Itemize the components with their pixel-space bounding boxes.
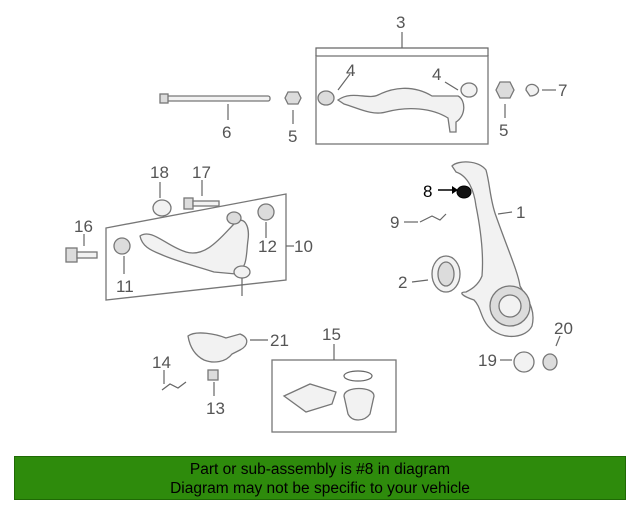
part-19: 19 <box>478 351 535 373</box>
part-20: 20 <box>542 319 573 371</box>
callout-19[interactable]: 19 <box>478 351 497 370</box>
callout-4-right[interactable]: 4 <box>432 65 441 84</box>
clip-9: 9 <box>390 213 447 232</box>
bolt-16: 16 <box>65 217 98 263</box>
part-18: 18 <box>150 163 172 217</box>
part-13: 13 <box>206 369 225 418</box>
ring-2: 2 <box>398 255 461 293</box>
callout-3[interactable]: 3 <box>396 13 405 32</box>
callout-17[interactable]: 17 <box>192 163 211 182</box>
callout-6[interactable]: 6 <box>222 123 231 142</box>
callout-9[interactable]: 9 <box>390 213 399 232</box>
steering-knuckle: 1 <box>451 161 534 337</box>
nut-5-left: 5 <box>284 91 302 146</box>
callout-10[interactable]: 10 <box>294 237 313 256</box>
callout-14[interactable]: 14 <box>152 353 171 372</box>
callout-16[interactable]: 16 <box>74 217 93 236</box>
part-7: 7 <box>525 81 567 100</box>
callout-12[interactable]: 12 <box>258 237 277 256</box>
callout-1[interactable]: 1 <box>516 203 525 222</box>
callout-4-left[interactable]: 4 <box>346 61 355 80</box>
callout-8[interactable]: 8 <box>423 182 432 201</box>
upper-arm-group: 3 4 4 <box>315 13 489 145</box>
part-14: 14 <box>152 353 187 391</box>
part-8-highlighted[interactable]: 8 <box>423 182 472 201</box>
bolt-6: 6 <box>159 93 271 142</box>
callout-7[interactable]: 7 <box>558 81 567 100</box>
kit-15: 15 <box>271 325 397 433</box>
banner-line-1: Part or sub-assembly is #8 in diagram <box>189 461 451 478</box>
callout-21[interactable]: 21 <box>270 331 289 350</box>
callout-18[interactable]: 18 <box>150 163 169 182</box>
callout-15[interactable]: 15 <box>322 325 341 344</box>
callout-5-left[interactable]: 5 <box>288 127 297 146</box>
bracket-21: 21 <box>187 331 289 363</box>
callout-2[interactable]: 2 <box>398 273 407 292</box>
callout-11[interactable]: 11 <box>116 277 134 296</box>
lower-arm-group: 10 11 12 <box>105 193 313 301</box>
bolt-17: 17 <box>183 163 220 210</box>
info-banner: Part or sub-assembly is #8 in diagram Di… <box>14 456 626 500</box>
callout-20[interactable]: 20 <box>554 319 573 338</box>
callout-5-right[interactable]: 5 <box>499 121 508 140</box>
nut-5-right: 5 <box>495 81 515 140</box>
banner-line-2: Diagram may not be specific to your vehi… <box>170 480 470 497</box>
callout-13[interactable]: 13 <box>206 399 225 418</box>
